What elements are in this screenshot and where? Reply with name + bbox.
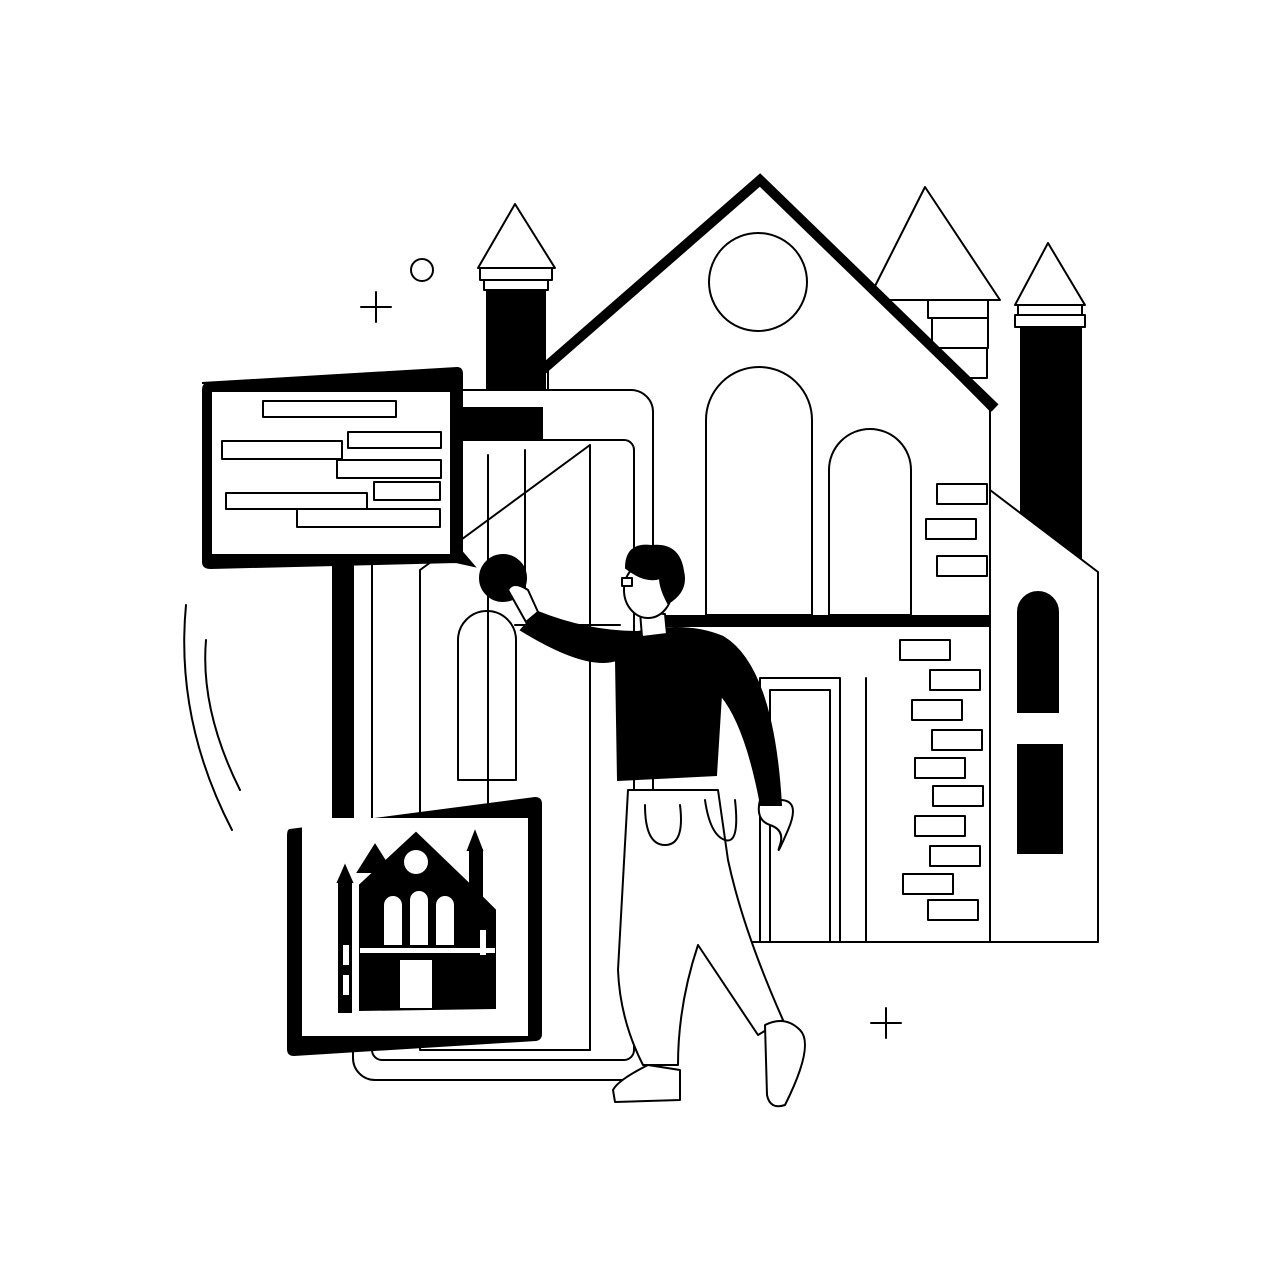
- round-window: [708, 232, 808, 332]
- text-placeholder-bars: [221, 400, 442, 528]
- hair: [624, 544, 685, 605]
- hand: [757, 799, 794, 851]
- sweater: [519, 610, 783, 806]
- tower-cone: [867, 186, 1001, 301]
- right-shoe: [764, 1020, 806, 1108]
- arched-window: [828, 428, 912, 616]
- motion-arcs: [183, 604, 241, 831]
- pants: [617, 789, 784, 1066]
- photo-frame-icon: [287, 796, 542, 1057]
- sparkle-icon: [870, 1007, 902, 1039]
- arched-window-dark: [1017, 591, 1059, 713]
- left-chimney: [486, 289, 546, 401]
- house-icon: [336, 829, 496, 1013]
- left-chimney-cone: [477, 203, 556, 269]
- glasses: [621, 577, 633, 587]
- right-chimney-cone: [1014, 242, 1086, 306]
- sparkle-icon: [360, 291, 392, 323]
- bricks: [899, 639, 984, 921]
- person-figure: [507, 544, 806, 1108]
- left-shoe: [612, 1064, 681, 1103]
- house-roof: [536, 173, 999, 412]
- arched-window: [705, 366, 813, 616]
- circle-icon: [410, 258, 434, 282]
- pointing-hand: [507, 584, 539, 623]
